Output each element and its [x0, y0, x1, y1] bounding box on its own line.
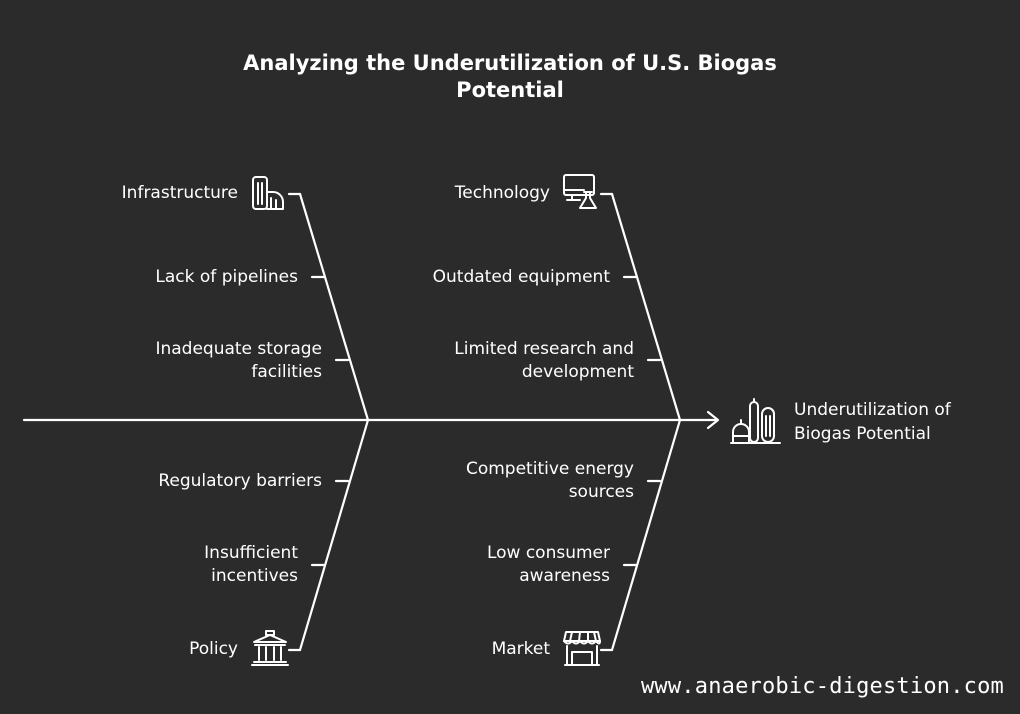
- cause-text: Competitive energy: [465, 459, 634, 479]
- cause-limited-research-and-development: Limited research and development: [454, 338, 634, 384]
- cause-low-consumer-awareness: Low consumer awareness: [487, 542, 610, 588]
- category-market-label: Market: [491, 639, 550, 659]
- category-technology-label: Technology: [454, 183, 550, 203]
- cause-regulatory-barriers: Regulatory barriers: [158, 470, 322, 493]
- category-policy-label: Policy: [189, 639, 238, 659]
- cause-text: awareness: [519, 566, 610, 586]
- effect-label: Underutilization of Biogas Potential: [794, 398, 994, 446]
- cause-insufficient-incentives: Insufficient incentives: [204, 542, 298, 588]
- title-line-2: Potential: [456, 78, 564, 102]
- title-line-1: Analyzing the Underutilization of U.S. B…: [243, 51, 777, 75]
- watermark-url: www.anaerobic-digestion.com: [640, 674, 1004, 699]
- spine-arrowhead: [706, 410, 720, 430]
- cause-text: Regulatory barriers: [158, 471, 322, 491]
- policy-courthouse-icon: [251, 630, 289, 666]
- effect-text: Biogas Potential: [794, 424, 931, 444]
- page-title: Analyzing the Underutilization of U.S. B…: [160, 50, 860, 104]
- cause-text: Insufficient: [204, 543, 298, 563]
- cause-outdated-equipment: Outdated equipment: [433, 266, 610, 289]
- cause-text: incentives: [211, 566, 298, 586]
- cause-text: development: [521, 362, 634, 382]
- cause-competitive-energy-sources: Competitive energy sources: [466, 458, 634, 504]
- effect-text: Underutilization of: [794, 400, 951, 420]
- cause-text: facilities: [251, 362, 322, 382]
- cause-text: Limited research and: [454, 339, 634, 359]
- category-infrastructure-label: Infrastructure: [121, 183, 238, 203]
- bone-infrastructure: [298, 192, 370, 422]
- market-storefront-icon: [563, 631, 601, 666]
- bone-policy: [298, 418, 370, 652]
- infrastructure-building-icon: [252, 176, 284, 210]
- bone-market: [610, 418, 682, 652]
- cause-text: Low consumer: [486, 543, 610, 563]
- biogas-plant-icon: [730, 398, 781, 444]
- bone-technology: [610, 192, 682, 422]
- cause-text: Outdated equipment: [432, 267, 610, 287]
- technology-monitor-flask-icon: [563, 174, 597, 209]
- cause-text: sources: [568, 482, 634, 502]
- cause-inadequate-storage-facilities: Inadequate storage facilities: [155, 338, 322, 384]
- cause-lack-of-pipelines: Lack of pipelines: [155, 266, 298, 289]
- cause-text: Inadequate storage: [155, 339, 322, 359]
- cause-text: Lack of pipelines: [155, 267, 298, 287]
